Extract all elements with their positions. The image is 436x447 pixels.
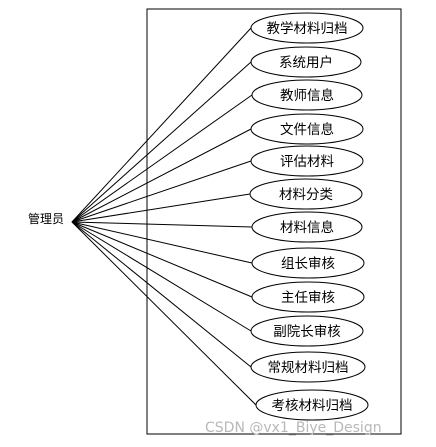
- association-line: [71, 193, 251, 223]
- use-case-label: 教学材料归档: [267, 20, 348, 37]
- use-case-label: 文件信息: [280, 121, 334, 138]
- use-case-label: 教师信息: [280, 87, 334, 104]
- use-case-ellipse: [250, 351, 366, 383]
- use-case-label: 副院长审核: [273, 324, 341, 340]
- association-line: [71, 221, 253, 228]
- association-line: [71, 128, 252, 223]
- use-case-label: 材料分类: [279, 187, 333, 203]
- use-case-label: 评估材料: [280, 154, 334, 170]
- association-line: [71, 61, 252, 223]
- association-line: [71, 221, 257, 406]
- use-case-ellipse: [250, 145, 364, 177]
- use-case-ellipse: [251, 211, 363, 243]
- association-line: [71, 221, 252, 332]
- use-case-ellipse: [251, 281, 365, 313]
- use-case-ellipse: [255, 389, 369, 421]
- use-case-ellipse: [251, 247, 365, 279]
- association-line: [71, 94, 253, 223]
- actor-label: 管理员: [28, 211, 64, 226]
- association-line: [71, 221, 253, 298]
- use-case-ellipse: [250, 315, 364, 347]
- watermark: CSDN @vx1_Biye_Design: [205, 420, 382, 436]
- use-case-label: 常规材料归档: [268, 359, 349, 376]
- use-case-label: 主任审核: [281, 290, 335, 306]
- use-case-group: 教学材料归档系统用户教师信息文件信息评估材料材料分类材料信息组长审核主任审核副院…: [249, 12, 369, 421]
- use-case-label: 组长审核: [281, 256, 335, 272]
- association-line: [71, 221, 252, 368]
- system-boundary: [146, 8, 402, 435]
- association-line: [71, 27, 252, 223]
- use-case-label: 考核材料归档: [272, 397, 353, 414]
- association-lines: [71, 27, 257, 406]
- use-case-ellipse: [249, 178, 363, 210]
- use-case-ellipse: [250, 113, 364, 145]
- use-case-ellipse: [250, 12, 364, 44]
- use-case-label: 系统用户: [279, 54, 333, 71]
- association-line: [71, 160, 252, 223]
- association-line: [71, 221, 253, 264]
- use-case-label: 材料信息: [280, 219, 334, 236]
- use-case-ellipse: [251, 79, 363, 111]
- use-case-ellipse: [250, 46, 362, 78]
